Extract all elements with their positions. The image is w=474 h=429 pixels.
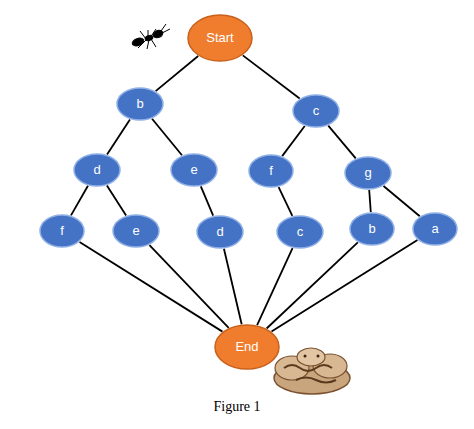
tree-connector — [152, 119, 182, 156]
tree-connector — [257, 248, 292, 325]
tree-connector — [107, 119, 130, 154]
tree-connector — [328, 126, 355, 159]
tree-connector — [279, 187, 293, 216]
terminal-ellipse: Start — [187, 14, 253, 62]
state-ellipse: b — [116, 87, 164, 121]
state-ellipse: b — [349, 212, 395, 246]
node-label: b — [136, 97, 143, 111]
tree-connector — [156, 56, 199, 91]
node-label: c — [313, 104, 320, 118]
tree-connector — [201, 186, 213, 215]
node-label: e — [190, 163, 197, 177]
state-ellipse: d — [196, 215, 244, 249]
tree-connector — [243, 55, 300, 98]
node-label: a — [431, 222, 438, 236]
node-label: b — [368, 222, 375, 236]
state-ellipse: c — [276, 215, 324, 249]
node-label: Start — [206, 31, 233, 45]
state-ellipse: e — [112, 214, 160, 248]
node-label: c — [297, 225, 304, 239]
snake-nest-illustration — [274, 348, 350, 394]
state-ellipse: c — [292, 94, 340, 128]
tree-connector — [149, 245, 228, 328]
state-ellipse: f — [248, 154, 294, 188]
state-ellipse: e — [170, 153, 218, 187]
state-ellipse: f — [39, 214, 85, 248]
node-label: f — [60, 224, 64, 238]
tree-connector — [369, 190, 371, 212]
tree-connector — [80, 242, 223, 332]
terminal-ellipse: End — [214, 324, 280, 370]
ant-illustration — [131, 24, 170, 49]
node-label: e — [132, 224, 139, 238]
state-ellipse: g — [344, 156, 392, 190]
tree-connector — [384, 186, 420, 216]
node-label: g — [364, 166, 371, 180]
tree-connector — [272, 240, 418, 332]
tree-connector — [224, 249, 242, 325]
node-label: d — [216, 225, 223, 239]
node-label: f — [269, 164, 273, 178]
tree-connector — [107, 185, 126, 215]
node-label: d — [93, 163, 100, 177]
state-ellipse: a — [412, 212, 458, 246]
tree-connector — [71, 186, 88, 216]
figure-caption: Figure 1 — [0, 399, 474, 415]
tree-connector — [282, 126, 305, 156]
state-ellipse: d — [73, 153, 121, 187]
node-label: End — [235, 340, 258, 354]
